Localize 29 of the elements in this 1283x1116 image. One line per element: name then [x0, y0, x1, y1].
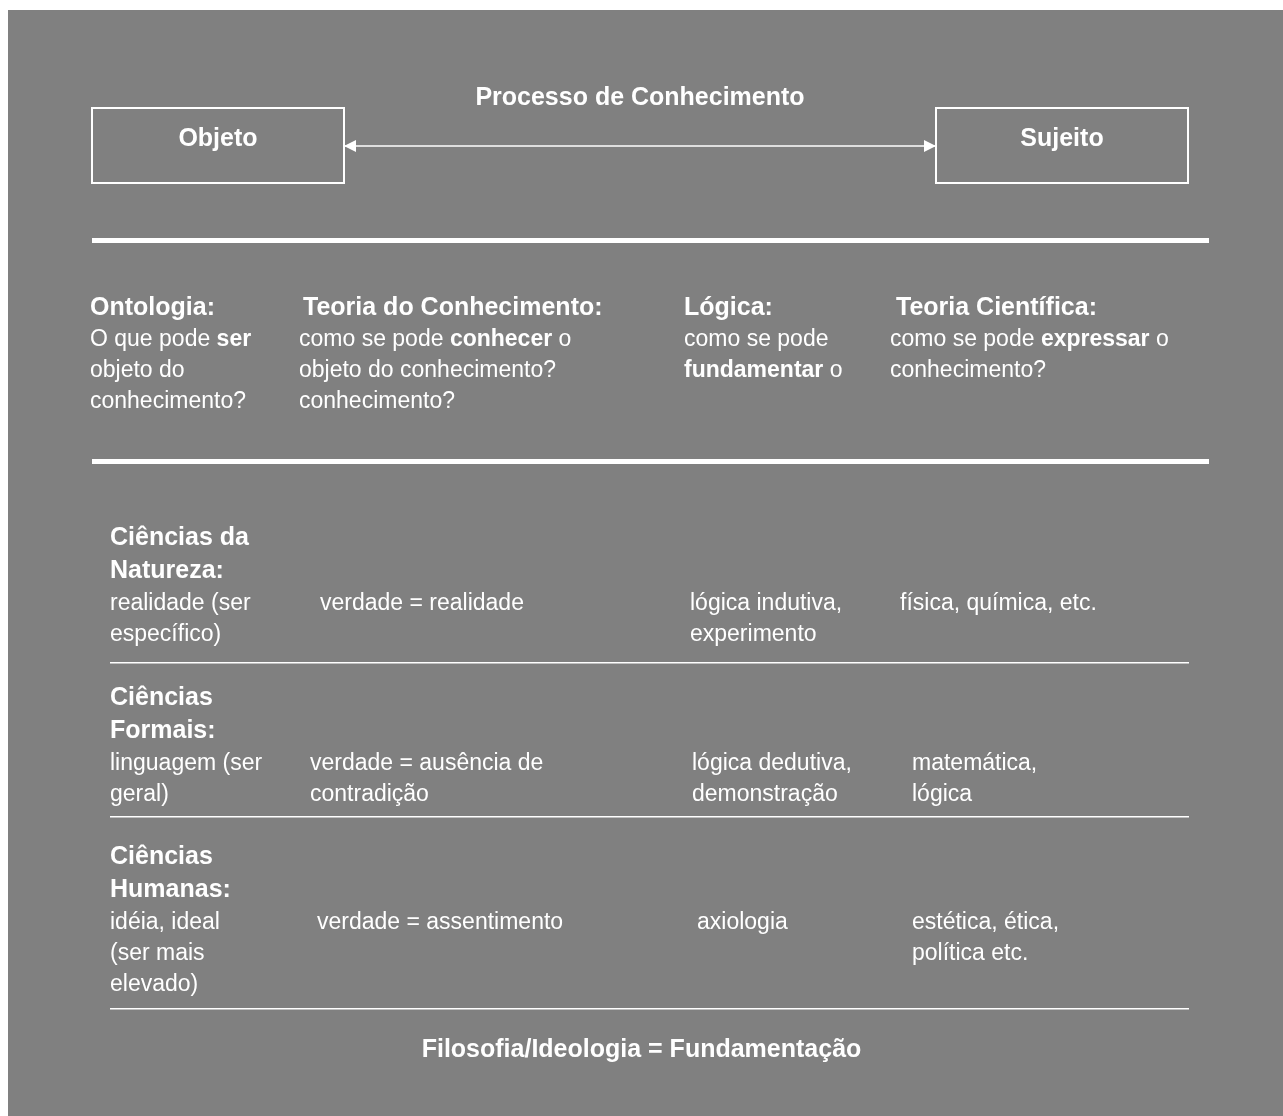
concept-box: [935, 107, 1189, 184]
cell-text: matemática, lógica: [912, 748, 1039, 808]
concept-box: [91, 107, 345, 184]
cell-text: como se pode expressar o conhecimento?: [890, 324, 1170, 384]
box-label: Sujeito: [1020, 122, 1104, 153]
column-heading: Teoria do Conhecimento:: [303, 291, 604, 322]
cell-text: verdade = assentimento: [317, 907, 565, 936]
cell-text: como se pode fundamentar o: [684, 324, 844, 384]
cell-text: lógica indutiva, experimento: [690, 588, 844, 648]
cell-text: verdade = ausência de contradição: [310, 748, 545, 808]
column-heading: Teoria Científica:: [896, 291, 1098, 322]
cell-text: física, química, etc.: [900, 588, 1098, 617]
column-heading: Ciências da Natureza:: [110, 521, 250, 585]
cell-text: verdade = realidade: [320, 588, 525, 617]
column-heading: Ciências Humanas:: [110, 840, 232, 904]
footer-text: Filosofia/Ideologia = Fundamentação: [420, 1033, 863, 1064]
column-heading: Ontologia:: [90, 291, 216, 322]
cell-text: estética, ética, política etc.: [912, 907, 1061, 967]
cell-text: realidade (ser específico): [110, 588, 252, 648]
cell-text: O que pode ser objeto do conhecimento?: [90, 324, 253, 415]
cell-text: como se pode conhecer o objeto do conhecimento? conhecimento?: [299, 324, 573, 415]
box-label: Objeto: [178, 122, 258, 153]
cell-text: lógica dedutiva, demonstração: [692, 748, 853, 808]
column-heading: Ciências Formais:: [110, 681, 217, 745]
double-arrow: [344, 140, 936, 152]
cell-text: linguagem (ser geral): [110, 748, 264, 808]
cell-text: axiologia: [697, 907, 789, 936]
column-heading: Lógica:: [684, 291, 774, 322]
cell-text: idéia, ideal (ser mais elevado): [110, 907, 221, 998]
